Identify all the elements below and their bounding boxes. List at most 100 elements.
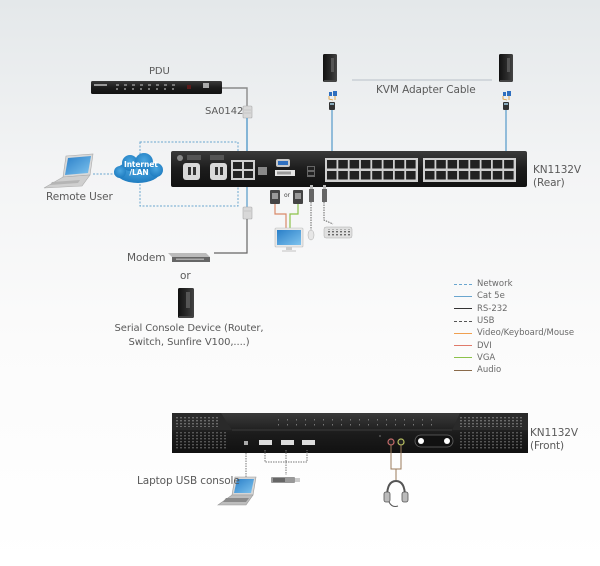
- port-led: [323, 424, 324, 426]
- rj45-port: [406, 160, 416, 169]
- port-led: [341, 419, 342, 421]
- port-led: [368, 419, 369, 421]
- dvi-connector-icon: [270, 190, 280, 204]
- remote-user-label: Remote User: [46, 191, 113, 203]
- rj45-port: [372, 171, 382, 180]
- rj45-port: [492, 160, 503, 169]
- port-led: [422, 424, 423, 426]
- rj45-port: [481, 171, 491, 180]
- rj45-port: [394, 160, 405, 169]
- vga-connector-icon: [293, 190, 303, 204]
- legend-item-audio: Audio: [454, 364, 574, 376]
- cable-usb-keyboard: [323, 202, 334, 225]
- keyboard-icon: [323, 226, 353, 239]
- cable-vga: [289, 204, 299, 228]
- rj45-port: [360, 160, 371, 169]
- port-led: [404, 419, 405, 421]
- legend-item-rs232: RS-232: [454, 303, 574, 315]
- pdu-device: [91, 81, 222, 94]
- rj45-port: [327, 171, 337, 180]
- port-led: [287, 424, 288, 426]
- port-led: [422, 419, 423, 421]
- usb-flash-drive-icon: [271, 477, 300, 483]
- port-led: [359, 424, 360, 426]
- pdu-label: PDU: [149, 66, 170, 77]
- port-led: [404, 424, 405, 426]
- rj45-port: [458, 171, 469, 180]
- legend-item-video-keyboard-mouse: Video/Keyboard/Mouse: [454, 327, 574, 339]
- cable-dvi: [274, 204, 287, 228]
- cable-rs232-modem: [214, 219, 248, 254]
- legend-swatch: [454, 332, 472, 334]
- serial-adapter: [242, 206, 253, 220]
- legend-item-dvi: DVI: [454, 339, 574, 351]
- legend-swatch: [454, 345, 472, 347]
- port-led: [341, 424, 342, 426]
- port-led: [359, 419, 360, 421]
- port-led: [413, 419, 414, 421]
- sa0142-label: SA0142: [205, 106, 244, 117]
- port-led: [377, 424, 378, 426]
- front-model-label: KN1132V (Front): [530, 427, 578, 452]
- kvm-adapter-right: [502, 91, 511, 110]
- rj45-port: [338, 171, 348, 180]
- port-led: [350, 419, 351, 421]
- kn1132v-rear-device: [171, 151, 527, 187]
- legend-item-usb: USB: [454, 315, 574, 327]
- rj45-port: [327, 160, 337, 169]
- mouse-icon: [307, 229, 315, 241]
- rj45-port: [504, 171, 514, 180]
- port-led: [287, 419, 288, 421]
- rj45-port: [470, 160, 480, 169]
- legend-swatch: [454, 369, 472, 371]
- laptop-usb-console-icon: [217, 476, 257, 506]
- port-led: [386, 419, 387, 421]
- rj45-port: [425, 171, 435, 180]
- rj45-port-bank: [325, 158, 516, 182]
- usb-connector-mouse: [309, 185, 314, 202]
- server-tower-left: [323, 54, 337, 82]
- modem-label: Modem: [127, 252, 166, 264]
- legend-item-vga: VGA: [454, 352, 574, 364]
- monitor-icon: [274, 227, 304, 252]
- rj45-port: [394, 171, 405, 180]
- serial-console-device-icon: [178, 288, 194, 318]
- internet-cloud-icon: [114, 153, 163, 183]
- legend-swatch: [454, 357, 472, 359]
- headset-icon: [383, 479, 409, 507]
- port-led: [350, 424, 351, 426]
- port-led: [332, 424, 333, 426]
- port-led: [395, 419, 396, 421]
- kn1132v-front-device: [172, 413, 528, 453]
- rj45-port: [349, 171, 360, 180]
- legend-item-network: Network: [454, 278, 574, 290]
- rj45-port: [436, 160, 446, 169]
- remote-user-laptop-icon: [43, 153, 94, 189]
- sa0142-adapter: [242, 105, 253, 119]
- port-led: [431, 424, 432, 426]
- legend-swatch: [454, 283, 472, 285]
- rj45-port: [360, 171, 371, 180]
- legend-item-cat5e: Cat 5e: [454, 290, 574, 302]
- laptop-usb-console-label: Laptop USB console: [137, 475, 240, 487]
- or-label: or: [180, 270, 191, 282]
- legend-swatch: [454, 295, 472, 297]
- rj45-port: [436, 171, 446, 180]
- rj45-port: [338, 160, 348, 169]
- internet-lan-label: Internet /LAN: [124, 160, 158, 177]
- kvm-adapter-cable-label: KVM Adapter Cable: [376, 84, 476, 96]
- port-led: [368, 424, 369, 426]
- rj45-port: [492, 171, 503, 180]
- rj45-port: [383, 160, 393, 169]
- rj45-port: [481, 160, 491, 169]
- port-led: [296, 419, 297, 421]
- port-led: [377, 419, 378, 421]
- port-led: [296, 424, 297, 426]
- rj45-port: [372, 160, 382, 169]
- port-led: [314, 424, 315, 426]
- port-led: [413, 424, 414, 426]
- modem-icon: [168, 253, 210, 262]
- port-led: [314, 419, 315, 421]
- port-led: [323, 419, 324, 421]
- port-led: [332, 419, 333, 421]
